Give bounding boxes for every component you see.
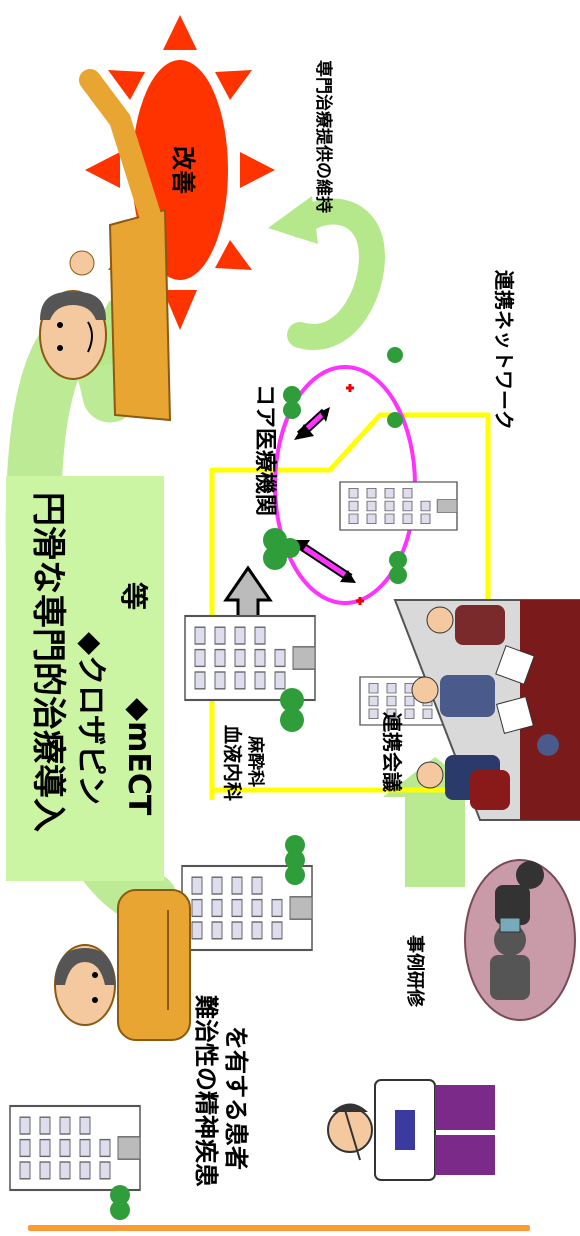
maintenance-curve-arrow bbox=[287, 198, 385, 350]
treatment-title: 円滑な専門的治療導入 bbox=[28, 492, 68, 832]
improve-label: 改善 bbox=[169, 146, 197, 194]
case-study-label: 事例研修 bbox=[404, 935, 425, 1007]
meeting-people-icon bbox=[393, 599, 580, 821]
bullet-mect: ◆mECT bbox=[121, 698, 156, 816]
bullet-clozapine: ◆クロザピン bbox=[73, 632, 108, 806]
hospital-building-icon bbox=[339, 481, 458, 531]
anesthesiology-label: 麻酔科 bbox=[245, 736, 265, 787]
maintenance-arrowhead bbox=[268, 196, 318, 244]
bush-icon bbox=[110, 347, 407, 1220]
meeting-label: 連携会議 bbox=[380, 712, 404, 792]
patient-person-icon bbox=[54, 889, 191, 1041]
network-label: 連携ネットワーク bbox=[492, 270, 516, 430]
cross-icon bbox=[346, 384, 354, 392]
patient-label-line2: を有する患者 bbox=[222, 1026, 250, 1170]
patient-person-icon bbox=[39, 69, 172, 422]
hematology-label: 血液内科 bbox=[221, 725, 243, 802]
maintain-label: 専門治療提供の維持 bbox=[313, 60, 333, 213]
hospital-building-icon bbox=[8, 1104, 142, 1192]
etc-label: 等 bbox=[117, 582, 150, 611]
core-label: コア医療機関 bbox=[252, 384, 277, 517]
doctor-person-icon bbox=[327, 1079, 495, 1181]
link-arrow-upper bbox=[294, 407, 330, 440]
network-yellow-line bbox=[209, 412, 491, 800]
case-study-icon bbox=[464, 859, 576, 1021]
treatment-box bbox=[6, 476, 164, 881]
hospital-building-icon bbox=[183, 614, 317, 702]
cross-icon bbox=[356, 597, 364, 605]
accent-bar bbox=[28, 1225, 530, 1231]
